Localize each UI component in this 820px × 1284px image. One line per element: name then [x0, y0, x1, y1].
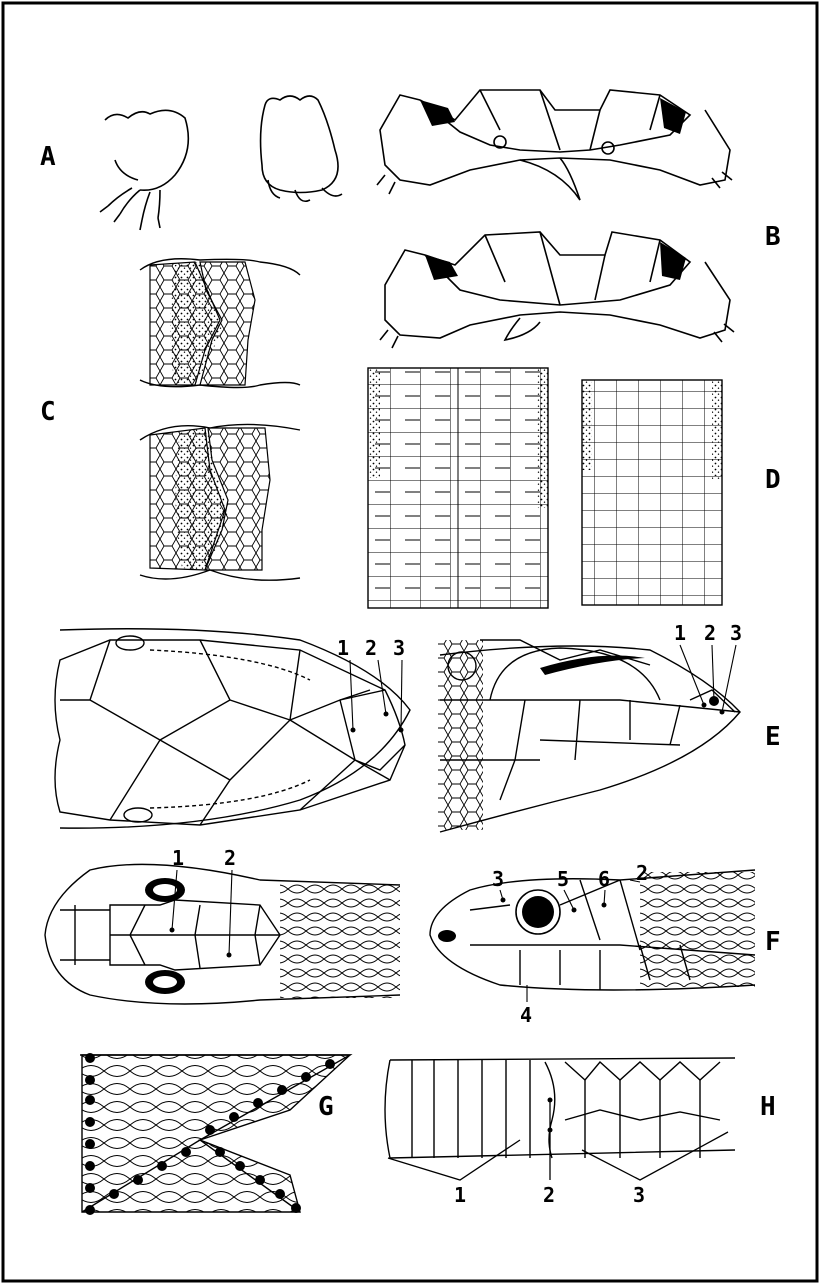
callout-f-side-3: 3	[492, 867, 504, 891]
label-panel-b: B	[765, 222, 781, 252]
panel-h-point-2b	[548, 1128, 553, 1133]
panel-d-ventral-wide	[368, 368, 548, 608]
callout-f-side-2: 2	[636, 861, 648, 885]
label-panel-d: D	[765, 465, 781, 495]
callout-h-1: 1	[454, 1183, 466, 1207]
callout-h-3: 3	[633, 1183, 645, 1207]
panel-f-nostril	[438, 930, 456, 942]
callout-e-side-2: 2	[704, 621, 716, 645]
label-panel-h: H	[760, 1092, 776, 1122]
callout-h-2: 2	[543, 1183, 555, 1207]
callout-f-top-2: 2	[224, 846, 236, 870]
label-panel-f: F	[765, 927, 781, 957]
callout-e-top-2: 2	[365, 636, 377, 660]
callout-f-side-6: 6	[598, 867, 610, 891]
panel-f-eye-lateral	[522, 896, 554, 928]
callout-f-top-1: 1	[172, 846, 184, 870]
callout-e-side-1: 1	[674, 621, 686, 645]
label-panel-a: A	[40, 142, 56, 172]
label-panel-c: C	[40, 397, 56, 427]
callout-f-side-5: 5	[557, 867, 569, 891]
callout-e-top-1: 1	[337, 636, 349, 660]
panel-d-ventral-narrow	[582, 380, 722, 605]
label-panel-e: E	[765, 722, 781, 752]
panel-h-point-2a	[548, 1098, 553, 1103]
callout-f-side-4: 4	[520, 1003, 532, 1027]
callout-e-top-3: 3	[393, 636, 405, 660]
callout-e-side-3: 3	[730, 621, 742, 645]
label-panel-g: G	[318, 1092, 334, 1122]
